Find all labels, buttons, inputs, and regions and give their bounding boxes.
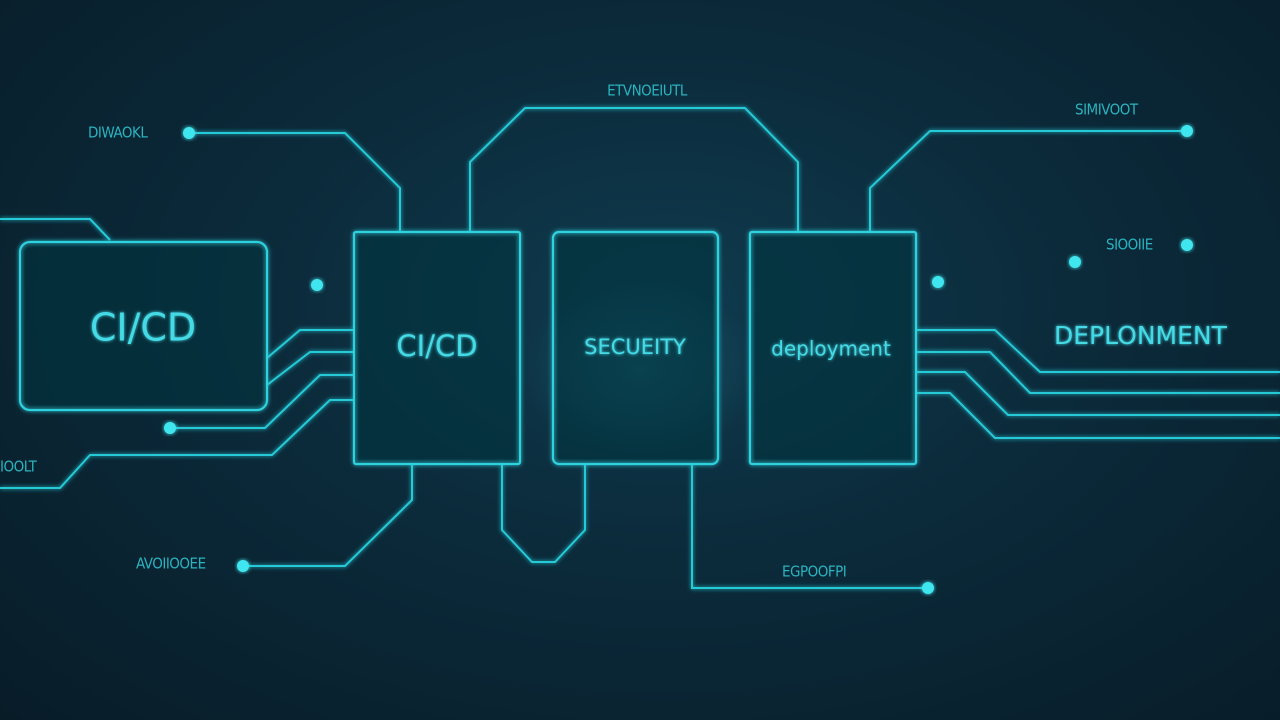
wire-mid-8 <box>0 399 354 489</box>
cicd-box <box>352 230 522 466</box>
node-dot <box>1069 256 1081 268</box>
right-upper-label: SIOOIIE <box>1106 236 1153 254</box>
cicd-large-box <box>18 240 269 412</box>
wire-right-7 <box>916 371 1280 416</box>
cicd-large-label: CI/CD <box>90 306 196 350</box>
node-dot <box>311 279 323 291</box>
node-dot <box>932 276 944 288</box>
bottom-left-label: AVOIIOOEE <box>136 555 206 573</box>
wire-mid-6 <box>266 351 354 386</box>
top-center-label: ETVNOEIUTL <box>607 82 688 100</box>
node-dot <box>922 582 934 594</box>
node-dot <box>237 560 249 572</box>
wire-bottom-right <box>691 464 928 589</box>
wire-bottom-left <box>243 464 413 567</box>
deployment-box <box>748 230 918 466</box>
security-label: SECUEITY <box>584 335 686 359</box>
top-left-label: DIWAOKL <box>88 124 148 142</box>
wire-mid-5 <box>266 329 354 359</box>
security-box <box>551 230 720 466</box>
right-big-label: DEPLONMENT <box>1054 321 1228 350</box>
wire-bottom-u <box>501 464 586 563</box>
wire-top-bridge <box>469 107 799 232</box>
node-dot <box>183 127 195 139</box>
deployment-label: deployment <box>771 337 891 361</box>
wire-mid-7 <box>170 374 354 429</box>
node-dot <box>164 422 176 434</box>
top-right-label: SIMIVOOT <box>1075 101 1139 119</box>
bottom-center-label: EGPOOFPI <box>782 563 846 581</box>
wire-right-5 <box>916 329 1280 373</box>
node-dot <box>1181 239 1193 251</box>
node-dot <box>1181 125 1193 137</box>
wire-top-left <box>189 132 401 232</box>
wire-right-6 <box>916 351 1280 394</box>
wire-right-8 <box>916 392 1280 439</box>
wire-left-1 <box>0 218 111 241</box>
wire-top-right <box>869 130 1187 232</box>
cicd-label: CI/CD <box>396 329 477 363</box>
left-lower-label: IOOLT <box>0 458 38 476</box>
